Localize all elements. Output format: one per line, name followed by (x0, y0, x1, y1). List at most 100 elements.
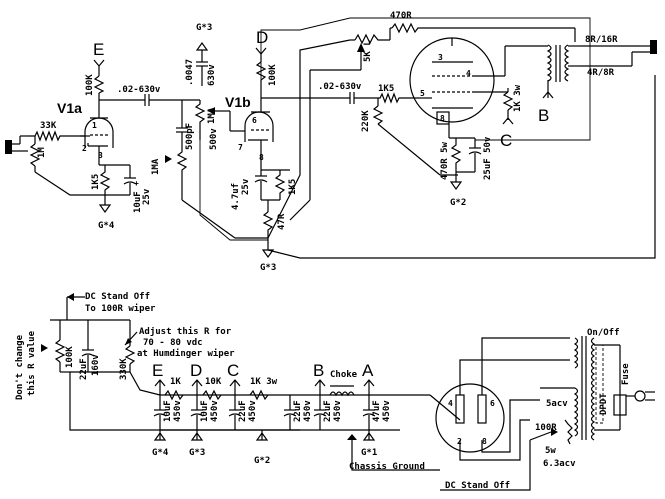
label-500pf: 500pF (185, 123, 195, 150)
label-node-d: D (256, 28, 268, 47)
ps-grounds: G*4 G*3 G*2 G*1 (152, 430, 377, 466)
resistor-1m: 1M (29, 136, 47, 172)
label-ground-2-ps: G*2 (254, 456, 270, 466)
output-cathode-network: 470R 5w 25uF 50v G*2 (440, 124, 493, 208)
out-pin-3: 3 (438, 53, 443, 62)
label-4r8r: 4R/8R (587, 68, 615, 78)
rectifier-tube: 4 6 2 8 (429, 383, 505, 453)
label-ground-3-v1b: G*3 (260, 263, 276, 273)
label-humdinger-5w: 5w (545, 446, 556, 456)
label-47r: 47R (277, 213, 287, 230)
label-choke: Choke (330, 370, 358, 380)
label-22uf-160v-b: 160v (91, 354, 101, 376)
resistor-33k: 33K (28, 121, 85, 142)
label-ps-c-c-1: 22uF (238, 400, 248, 422)
pot-1ma-volume: 1MA (151, 148, 268, 239)
label-ground-4-ps: G*4 (152, 448, 169, 458)
label-ps-c-a-2: 450v (382, 400, 392, 422)
pin-1a: 1 (92, 121, 97, 130)
label-dpdt: DPDT (599, 393, 609, 415)
label-500v: 500v (209, 128, 219, 150)
ps-cap-c: 22uF 450v (228, 395, 258, 430)
ps-notes: DC Stand Off To 100R wiper Adjust this R… (15, 292, 235, 400)
resistor-1k5-grid: 1K5 (376, 84, 420, 104)
resistor-470r-top: 470R (389, 11, 576, 42)
label-0047: .0047 (185, 59, 195, 86)
ps-cap-b1: 22uF 450v (283, 395, 313, 430)
label-dc-standoff-bottom: DC Stand Off (445, 481, 510, 491)
power-transformer: 5acv (540, 336, 596, 441)
label-node-b-ps: B (313, 361, 324, 380)
output-jack (631, 40, 657, 66)
label-8r16r: 8R/16R (585, 35, 618, 45)
label-ps-c-d-2: 450v (210, 400, 220, 422)
label-dc-standoff-1: DC Stand Off (85, 292, 150, 302)
ps-bleeder-100k: 100K (41, 297, 130, 373)
label-ps-1k3w: 1K 3w (250, 377, 278, 387)
label-coupling-2: .02-630v (318, 82, 362, 92)
tone-cap: G*3 .0047 630v (185, 23, 217, 86)
label-5kl: 5K L (363, 40, 373, 62)
node-d-top: D 100K (255, 28, 278, 112)
input-jack (5, 135, 28, 154)
label-node-e-ps: E (152, 361, 163, 380)
label-ps-c-e-2: 450v (173, 400, 183, 422)
resistor-plate-v1a: 100K (85, 74, 105, 118)
output-tube: 3 4 5 8 (409, 37, 505, 125)
coupling-cap-2: .02-630v (261, 82, 376, 104)
label-node-b-top: B (538, 106, 549, 125)
screen-resistor: 1K 3w C (473, 84, 523, 150)
label-ps-c-e-1: 10uF (163, 400, 173, 422)
v1b-cathode-network: 4.7uf 25v 1K5 47R G*3 (231, 169, 298, 273)
tube-v1b: V1b 6 7 8 (225, 94, 274, 170)
label-node-a-ps: A (362, 361, 374, 380)
ps-cap-d: 10uF 450v (190, 395, 220, 430)
label-ground-3-tone: G*3 (196, 23, 212, 33)
label-ps-c-b1-2: 450v (303, 400, 313, 422)
node-b-output: B (538, 80, 554, 125)
ps-cap-e: 10uF 450v (153, 395, 183, 430)
label-node-c-ps: C (227, 361, 239, 380)
ps-resistor-1k-3w: 1K 3w (249, 377, 278, 401)
label-node-c-top: C (500, 131, 512, 150)
out-pin-5: 5 (420, 89, 425, 98)
label-ps-1k: 1K (170, 377, 181, 387)
pin-6b: 6 (252, 116, 257, 125)
label-ps-c-b2-2: 450v (333, 400, 343, 422)
label-22uf-160v-a: 22uF (79, 358, 89, 380)
label-ps-c-b2-1: 22uF (323, 400, 333, 422)
label-adjust-3: at Humdinger wiper (137, 348, 235, 359)
ps-cap-b2: 22uF 450v (313, 395, 343, 430)
label-adjust-1: Adjust this R for (139, 326, 232, 337)
label-1ma-top: 1MA (207, 107, 217, 124)
svg-text:+: + (134, 179, 139, 188)
label-adjust-2: 70 - 80 vdc (143, 338, 203, 348)
label-ground-3-ps: G*3 (189, 448, 205, 458)
label-v1a: V1a (57, 100, 82, 116)
label-100k-v1a: 100K (85, 74, 95, 96)
label-humdinger-100r: 100R (535, 423, 557, 433)
label-ground-1-ps: G*1 (361, 448, 377, 458)
label-onoff: On/Off (587, 328, 620, 338)
out-pin-4: 4 (466, 69, 471, 78)
pin-2a: 2 (82, 144, 87, 153)
pot-1ma-top: 1MA 500pF 500v (176, 100, 230, 150)
humdinger: 100R 5w 6.3acv (529, 419, 576, 469)
label-1k5-grid: 1K5 (378, 84, 394, 94)
power-switch: On/Off DPDT Fuse (587, 328, 631, 431)
rect-pin-6: 6 (490, 399, 495, 408)
ps-resistor-1k: 1K (164, 377, 184, 401)
label-100k-v1b: 100K (268, 64, 278, 86)
output-transformer: 8R/16R 4R/8R (504, 35, 640, 82)
tube-v1a: V1a 1 2 3 (57, 100, 114, 165)
ps-cap-a: 47uF 450v (362, 395, 392, 430)
label-ps-100k: 100K (65, 346, 75, 368)
label-47uf: 4.7uf (231, 183, 241, 210)
label-chassis-ground: Chassis Ground (349, 461, 425, 472)
label-v1b: V1b (225, 94, 251, 110)
label-1k5-v1b: 1K5 (288, 179, 298, 195)
node-e-ps: E (152, 361, 166, 395)
dc-standoff-bottom: DC Stand Off (440, 440, 531, 491)
label-470r-top: 470R (390, 11, 412, 21)
